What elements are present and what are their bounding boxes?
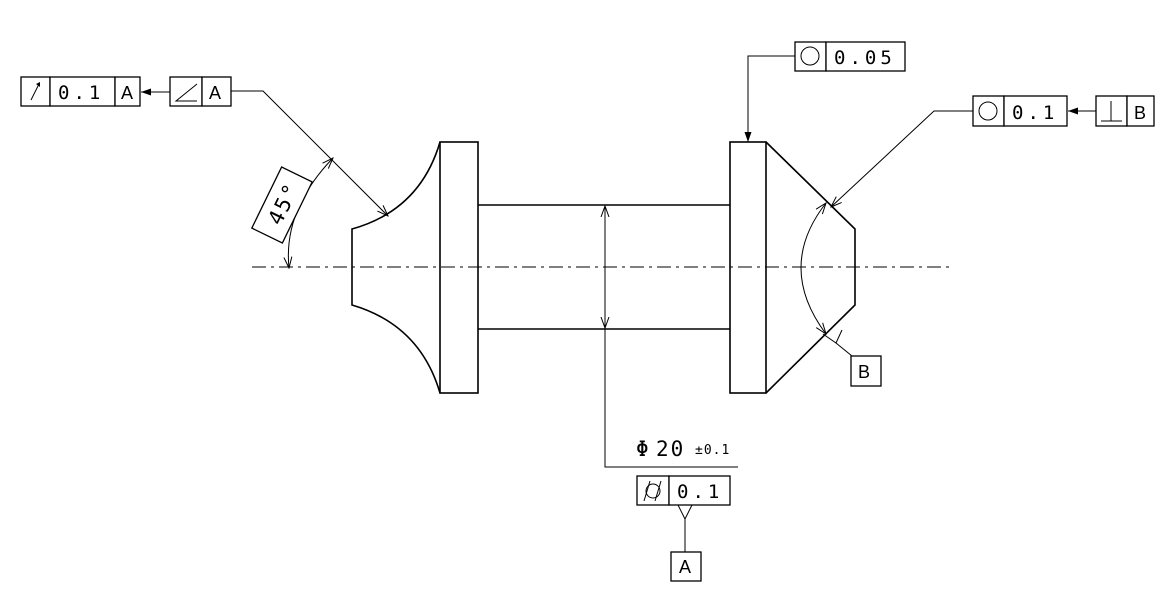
datum-b-box bbox=[850, 355, 882, 387]
cylindricity-tolerance: 0.1 bbox=[677, 481, 723, 503]
datum-a-box bbox=[670, 551, 702, 582]
fcf-circularity-right: 0.1 bbox=[831, 95, 1096, 207]
angularity-leader bbox=[231, 90, 388, 216]
datum-b-triangle bbox=[822, 329, 843, 344]
datum-a-triangle bbox=[677, 504, 693, 521]
cone-datum: B bbox=[800, 203, 882, 387]
circularity-icon bbox=[800, 46, 820, 66]
datum-b-label: B bbox=[858, 362, 870, 382]
diameter-value: 20 bbox=[656, 437, 685, 461]
runout-datum: A bbox=[121, 83, 133, 103]
circularity-right-tolerance: 0.1 bbox=[1012, 102, 1058, 124]
left-flange bbox=[439, 141, 479, 394]
perpendicularity-datum: B bbox=[1134, 103, 1146, 123]
diameter-dimension: Φ 20 ±0.1 bbox=[604, 206, 738, 468]
angle-label: 45° bbox=[250, 166, 314, 244]
angle-dimension: 45° bbox=[250, 158, 333, 268]
cone-arc bbox=[800, 203, 826, 334]
part-outline bbox=[252, 141, 950, 394]
circularity-top-tolerance: 0.05 bbox=[834, 47, 896, 69]
left-concave-end bbox=[351, 141, 441, 394]
fcf-runout: 0.1 A bbox=[20, 76, 170, 107]
runout-tolerance: 0.1 bbox=[58, 82, 104, 104]
perpendicularity-icon bbox=[1101, 101, 1122, 122]
diameter-symbol: Φ bbox=[636, 437, 651, 461]
circular-runout-icon bbox=[30, 82, 40, 101]
angularity-datum: A bbox=[209, 83, 221, 103]
fcf-perpendicularity: B bbox=[1095, 95, 1155, 127]
right-cone bbox=[765, 141, 856, 394]
diameter-leader bbox=[604, 328, 738, 468]
diameter-tolerance: ±0.1 bbox=[695, 443, 730, 458]
datum-a-label: A bbox=[679, 557, 691, 577]
circularity-icon bbox=[978, 101, 998, 121]
circularity-right-leader bbox=[831, 110, 973, 207]
circularity-top-leader bbox=[744, 55, 795, 142]
cylindricity-icon bbox=[643, 480, 662, 502]
fcf-circularity-top: 0.05 bbox=[744, 41, 906, 142]
fcf-cylindricity: 0.1 A bbox=[636, 475, 731, 582]
angularity-icon bbox=[174, 83, 198, 102]
fcf-angularity: A bbox=[169, 76, 388, 216]
